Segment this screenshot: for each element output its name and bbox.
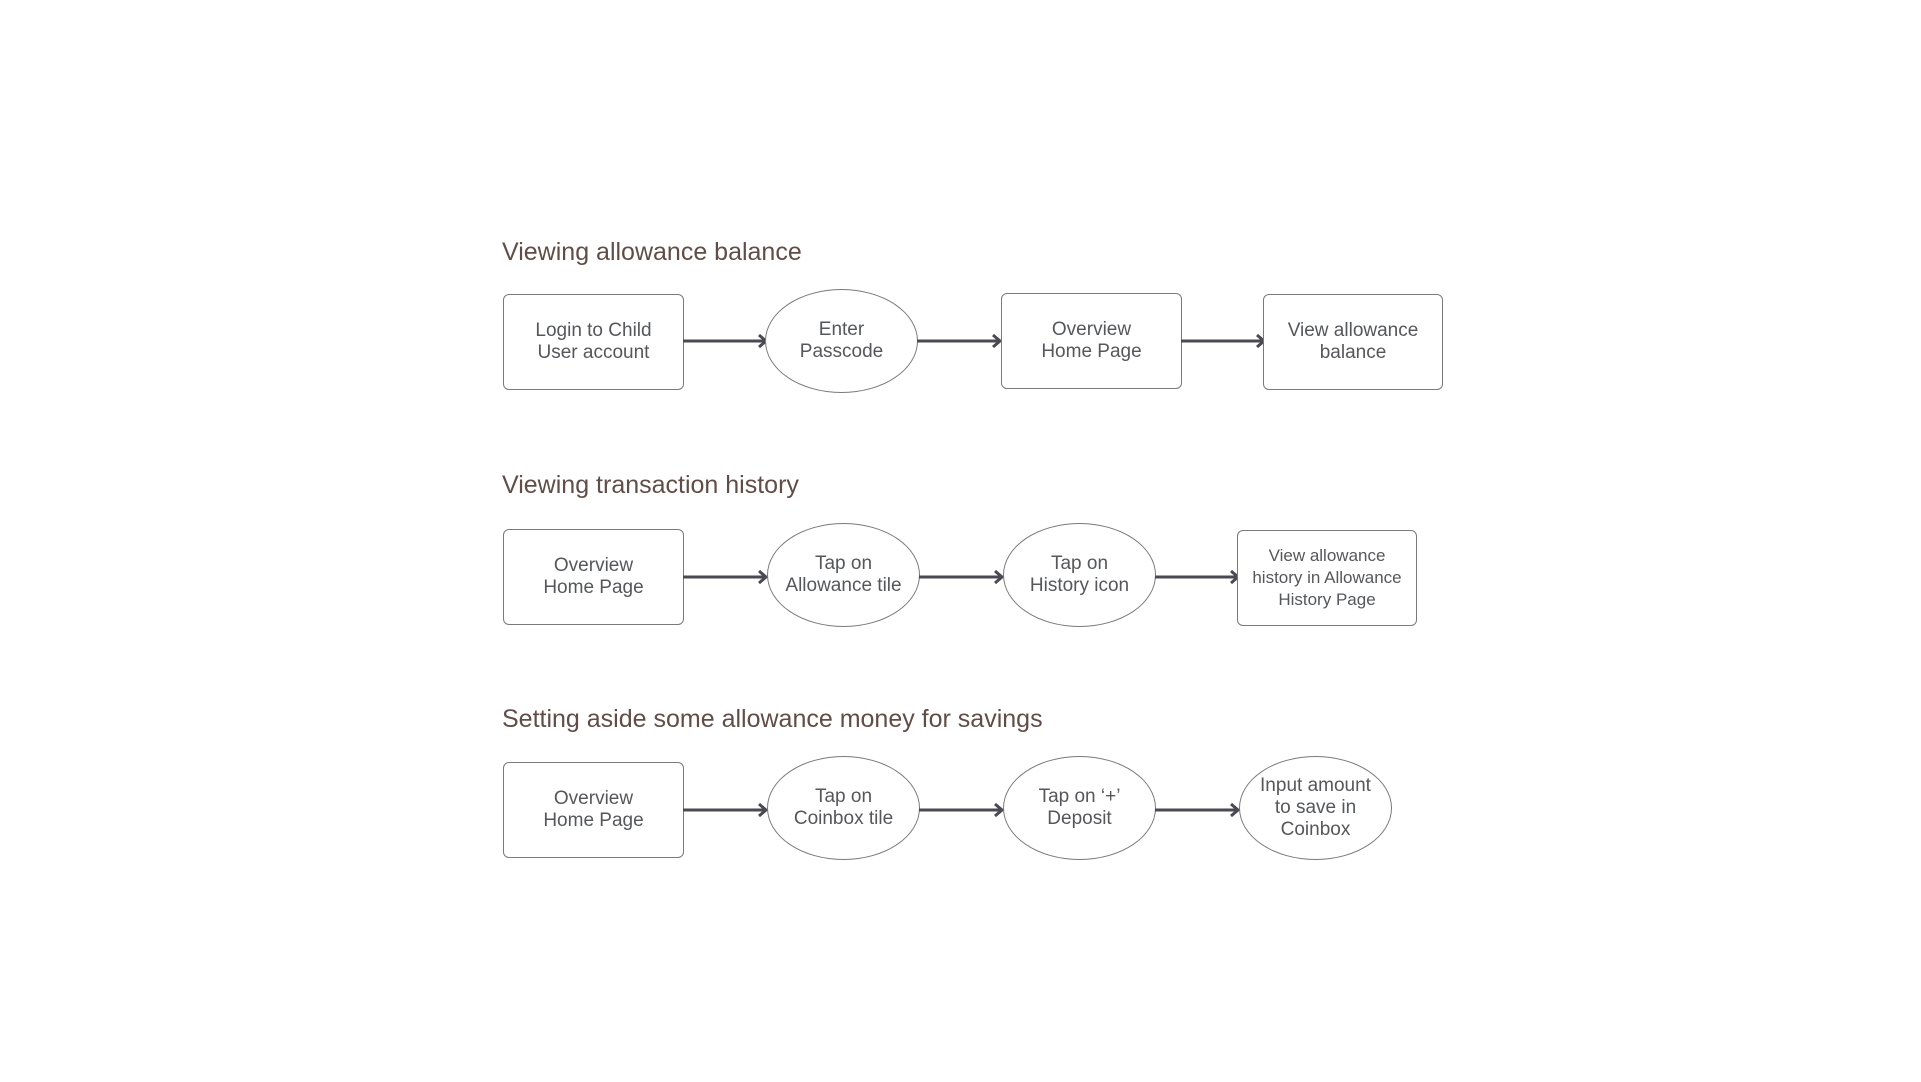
step-enter-passcode: Enter Passcode — [765, 289, 918, 393]
arrow-connector — [1155, 803, 1241, 817]
step-label: Overview Home Page — [543, 788, 644, 831]
step-label: Tap on ‘+’ Deposit — [1038, 786, 1121, 829]
step-input-amount-to-save: Input amount to save in Coinbox — [1239, 756, 1392, 860]
step-label: View allowance history in Allowance Hist… — [1252, 546, 1402, 609]
arrow-connector — [683, 803, 769, 817]
flow-title: Setting aside some allowance money for s… — [502, 705, 1043, 733]
step-view-allowance-balance: View allowance balance — [1263, 294, 1443, 390]
step-label: Tap on Allowance tile — [785, 553, 902, 596]
step-tap-on-history-icon: Tap on History icon — [1003, 523, 1156, 627]
step-overview-home-page: Overview Home Page — [503, 529, 684, 625]
step-label: Login to Child User account — [535, 320, 652, 363]
step-overview-home-page: Overview Home Page — [1001, 293, 1182, 389]
step-tap-on-coinbox-tile: Tap on Coinbox tile — [767, 756, 920, 860]
step-label: View allowance balance — [1287, 320, 1419, 363]
flow-title: Viewing allowance balance — [502, 238, 802, 266]
arrow-connector — [1155, 570, 1241, 584]
step-label: Overview Home Page — [1041, 319, 1142, 362]
step-tap-on-deposit: Tap on ‘+’ Deposit — [1003, 756, 1156, 860]
arrow-connector — [919, 570, 1005, 584]
step-overview-home-page: Overview Home Page — [503, 762, 684, 858]
step-label: Enter Passcode — [799, 319, 884, 362]
step-view-allowance-history: View allowance history in Allowance Hist… — [1237, 530, 1417, 626]
step-tap-on-allowance-tile: Tap on Allowance tile — [767, 523, 920, 627]
arrow-connector — [917, 334, 1003, 348]
arrow-connector — [919, 803, 1005, 817]
step-label: Overview Home Page — [543, 555, 644, 598]
arrow-connector — [683, 570, 769, 584]
flow-title: Viewing transaction history — [502, 471, 799, 499]
step-login-to-child-user-account: Login to Child User account — [503, 294, 684, 390]
step-label: Tap on Coinbox tile — [793, 786, 894, 829]
arrow-connector — [683, 334, 769, 348]
step-label: Tap on History icon — [1029, 553, 1130, 596]
step-label: Input amount to save in Coinbox — [1260, 775, 1371, 840]
arrow-connector — [1181, 334, 1267, 348]
